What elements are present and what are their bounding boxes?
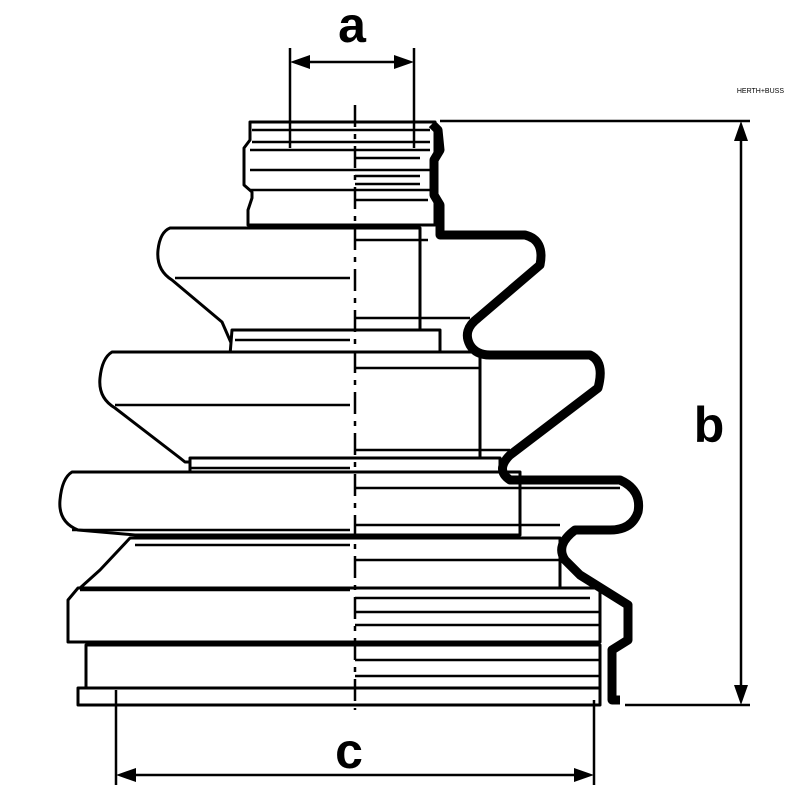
convolution-2 xyxy=(98,350,482,464)
dimension-b-label: b xyxy=(694,397,725,453)
dimension-c-label: c xyxy=(335,723,363,779)
section-detail-lines xyxy=(72,128,620,690)
bottom-lip xyxy=(76,686,602,707)
section-wall xyxy=(428,120,644,705)
dimension-a: a xyxy=(288,0,416,148)
boot-body xyxy=(58,120,602,707)
dimension-a-label: a xyxy=(338,0,367,53)
bottom-band xyxy=(66,586,602,644)
top-collar xyxy=(242,120,437,227)
dimension-c: c xyxy=(114,690,596,785)
convolution-1 xyxy=(156,226,422,347)
brand-mark: HERTH+BUSS xyxy=(737,88,784,95)
bottom-collar xyxy=(84,643,602,690)
dimension-b: b xyxy=(440,119,750,707)
